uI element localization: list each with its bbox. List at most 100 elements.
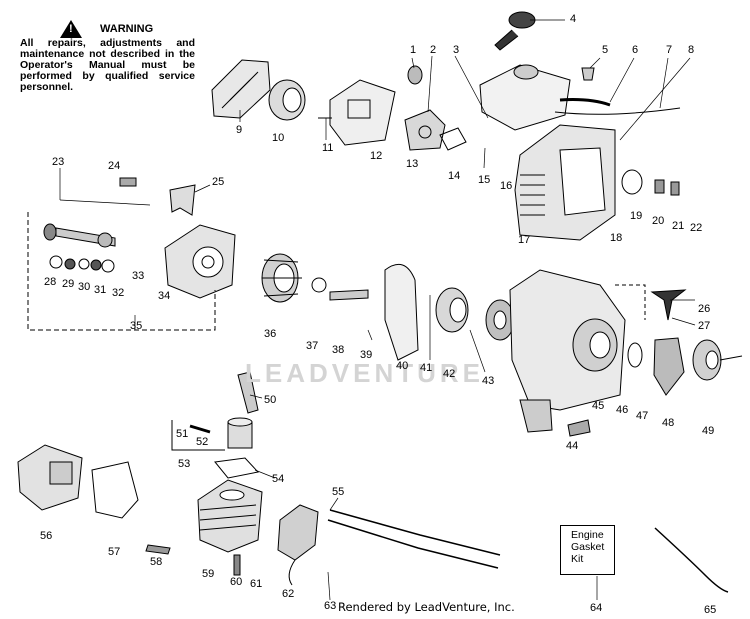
callout-21[interactable]: 21 <box>672 220 685 232</box>
part-18-engine-housing <box>514 124 616 241</box>
callout-43[interactable]: 43 <box>482 375 495 387</box>
callout-37[interactable]: 37 <box>306 340 319 352</box>
callout-41[interactable]: 41 <box>420 362 433 374</box>
callout-38[interactable]: 38 <box>332 344 345 356</box>
callout-10[interactable]: 10 <box>272 132 285 144</box>
callout-50[interactable]: 50 <box>264 394 277 406</box>
callout-49[interactable]: 49 <box>702 425 715 437</box>
callout-18[interactable]: 18 <box>610 232 623 244</box>
part-4-fuel-cap <box>494 11 536 51</box>
callout-61[interactable]: 61 <box>250 578 263 590</box>
part-31 <box>90 259 102 271</box>
callout-4[interactable]: 4 <box>570 13 577 25</box>
part-12-carb-housing <box>318 79 396 146</box>
kit-line-1: Engine <box>571 529 604 541</box>
kit-line-3: Kit <box>571 553 584 565</box>
callout-58[interactable]: 58 <box>150 556 163 568</box>
callout-11[interactable]: 11 <box>322 142 334 154</box>
part-28 <box>49 255 63 269</box>
credit-text: Rendered by LeadVenture, Inc. <box>338 600 515 614</box>
part-52-piston <box>227 417 253 449</box>
callout-17[interactable]: 17 <box>518 234 531 246</box>
part-60-spark-plug <box>233 554 241 576</box>
warning-title: WARNING <box>100 22 154 35</box>
callout-54[interactable]: 54 <box>272 473 285 485</box>
part-57-gasket <box>91 461 139 519</box>
callout-22[interactable]: 22 <box>690 222 703 234</box>
callout-44[interactable]: 44 <box>566 440 579 452</box>
callout-60[interactable]: 60 <box>230 576 243 588</box>
callout-23[interactable]: 23 <box>52 156 65 168</box>
callout-47[interactable]: 47 <box>636 410 649 422</box>
watermark: LEADVENTURE <box>245 358 485 388</box>
callout-31[interactable]: 31 <box>94 284 107 296</box>
callout-12[interactable]: 12 <box>370 150 383 162</box>
part-19-seal <box>621 169 643 195</box>
part-48-clutch <box>653 337 685 396</box>
callout-26[interactable]: 26 <box>698 303 711 315</box>
callout-45[interactable]: 45 <box>592 400 605 412</box>
part-34-crankcase <box>164 224 236 299</box>
callout-13[interactable]: 13 <box>406 158 419 170</box>
callout-19[interactable]: 19 <box>630 210 643 222</box>
callout-62[interactable]: 62 <box>282 588 295 600</box>
callout-39[interactable]: 39 <box>360 349 373 361</box>
callout-6[interactable]: 6 <box>632 44 639 56</box>
callout-63[interactable]: 63 <box>324 600 337 612</box>
part-33-crankshaft <box>43 223 116 248</box>
callout-35[interactable]: 35 <box>130 320 143 332</box>
part-26-bracket <box>615 284 646 320</box>
callout-56[interactable]: 56 <box>40 530 53 542</box>
callout-24[interactable]: 24 <box>108 160 121 172</box>
callout-34[interactable]: 34 <box>158 290 171 302</box>
callout-36[interactable]: 36 <box>264 328 277 340</box>
part-6-fuel-line <box>559 98 611 107</box>
callout-3[interactable]: 3 <box>453 44 460 56</box>
part-36-flywheel <box>261 253 302 303</box>
callout-29[interactable]: 29 <box>62 278 75 290</box>
callout-65[interactable]: 65 <box>704 604 717 616</box>
callout-30[interactable]: 30 <box>78 281 91 293</box>
callout-5[interactable]: 5 <box>602 44 609 56</box>
callout-20[interactable]: 20 <box>652 215 665 227</box>
part-50-connecting-rod <box>237 371 259 414</box>
callout-52[interactable]: 52 <box>196 436 209 448</box>
part-38-pin <box>329 289 369 301</box>
callout-16[interactable]: 16 <box>500 180 513 192</box>
part-43-spring <box>485 299 515 341</box>
callout-25[interactable]: 25 <box>212 176 225 188</box>
callout-14[interactable]: 14 <box>448 170 461 182</box>
part-47-washer <box>627 342 643 368</box>
part-65-wire <box>654 527 729 593</box>
part-42-pulley <box>435 287 469 333</box>
callout-1[interactable]: 1 <box>410 44 417 56</box>
callout-28[interactable]: 28 <box>44 276 57 288</box>
part-10-air-filter <box>268 79 306 121</box>
warning-block: ! WARNING All repairs, adjustments and m… <box>20 20 195 93</box>
part-3-fuel-tank <box>479 64 571 131</box>
part-51-pin <box>189 424 211 434</box>
part-21 <box>670 181 680 196</box>
warning-icon: ! <box>60 20 82 38</box>
part-54-gasket <box>214 457 259 479</box>
callout-7[interactable]: 7 <box>666 44 673 56</box>
callout-40[interactable]: 40 <box>396 360 409 372</box>
callout-9[interactable]: 9 <box>236 124 243 136</box>
callout-32[interactable]: 32 <box>112 287 125 299</box>
callout-42[interactable]: 42 <box>443 368 456 380</box>
callout-59[interactable]: 59 <box>202 568 215 580</box>
callout-27[interactable]: 27 <box>698 320 711 332</box>
callout-33[interactable]: 33 <box>132 270 145 282</box>
part-32 <box>101 259 115 273</box>
callout-8[interactable]: 8 <box>688 44 695 56</box>
callout-2[interactable]: 2 <box>430 44 437 56</box>
callout-15[interactable]: 15 <box>478 174 491 186</box>
callout-57[interactable]: 57 <box>108 546 121 558</box>
callout-51[interactable]: 51 <box>176 428 189 440</box>
kit-line-2: Gasket <box>571 541 605 553</box>
callout-48[interactable]: 48 <box>662 417 675 429</box>
callout-64[interactable]: 64 <box>590 602 603 614</box>
callout-55[interactable]: 55 <box>332 486 345 498</box>
callout-53[interactable]: 53 <box>178 458 191 470</box>
callout-46[interactable]: 46 <box>616 404 629 416</box>
